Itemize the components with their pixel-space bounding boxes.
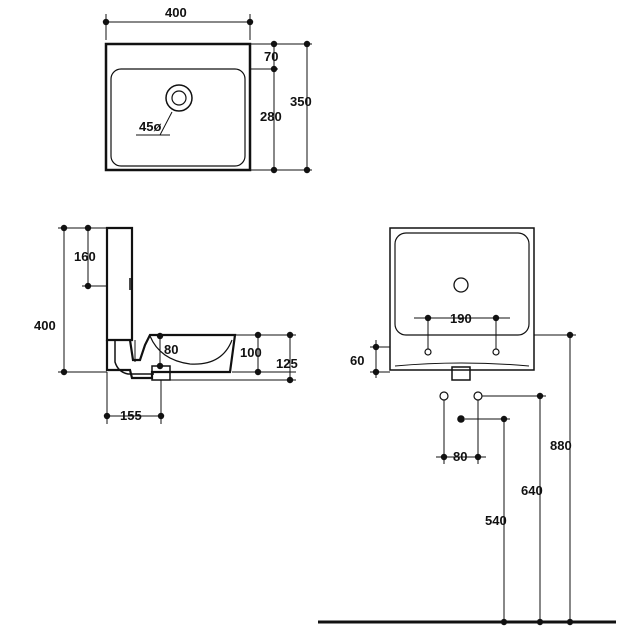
basin-height-label: 100 bbox=[240, 345, 262, 360]
dim-dot bbox=[60, 368, 68, 376]
bowl-curve bbox=[149, 335, 233, 365]
bracket-label: 60 bbox=[350, 353, 364, 368]
height-540-label: 540 bbox=[485, 513, 507, 528]
drain-outer bbox=[165, 84, 193, 112]
dim-dot bbox=[440, 453, 448, 461]
dim-dot bbox=[566, 331, 574, 339]
dim-dot bbox=[103, 412, 111, 420]
front-underside bbox=[394, 362, 530, 367]
fixing-spacing-label: 190 bbox=[450, 311, 472, 326]
top-view: 45ø 400 70 280 350 bbox=[102, 5, 312, 174]
back-plate bbox=[105, 226, 134, 342]
dim-dot bbox=[84, 282, 92, 290]
drain-inner bbox=[171, 90, 187, 106]
total-height-label: 400 bbox=[34, 318, 56, 333]
bowl-depth-label: 280 bbox=[260, 109, 282, 124]
waste-point-right bbox=[473, 391, 483, 401]
width-label: 400 bbox=[165, 5, 187, 20]
dim-dot bbox=[156, 362, 164, 370]
dim-dot bbox=[60, 224, 68, 232]
drain-leader bbox=[159, 111, 173, 136]
dim-dot bbox=[254, 368, 262, 376]
bowl-outline bbox=[110, 68, 246, 167]
front-bowl-outline bbox=[394, 232, 530, 336]
front-height-label: 125 bbox=[276, 356, 298, 371]
drain-diameter-label: 45ø bbox=[139, 119, 161, 134]
water-inlet-point bbox=[457, 415, 465, 423]
waste-pipe bbox=[114, 340, 154, 375]
waste-spacing-label: 80 bbox=[453, 449, 467, 464]
height-880-label: 880 bbox=[550, 438, 572, 453]
dim-dot bbox=[286, 376, 294, 384]
drain-offset-label: 80 bbox=[164, 342, 178, 357]
dim-dot bbox=[536, 392, 544, 400]
front-view: 190 60 80 880 640 540 bbox=[318, 227, 616, 626]
dim-dot bbox=[102, 18, 110, 26]
height-640-label: 640 bbox=[521, 483, 543, 498]
dim-dot bbox=[303, 166, 311, 174]
front-waste-fitting bbox=[451, 366, 471, 381]
fixing-hole-left bbox=[424, 348, 432, 356]
front-basin-outline bbox=[389, 227, 535, 371]
side-view: 400 160 80 100 125 155 bbox=[34, 224, 298, 424]
projection-label: 155 bbox=[120, 408, 142, 423]
dim-dot bbox=[270, 40, 278, 48]
dim-dot bbox=[474, 453, 482, 461]
depth-label: 350 bbox=[290, 94, 312, 109]
dim-dot bbox=[270, 166, 278, 174]
dim-dot bbox=[84, 224, 92, 232]
dim-dot bbox=[254, 331, 262, 339]
dim-dot bbox=[157, 412, 165, 420]
dim-dot bbox=[286, 331, 294, 339]
dim-dot bbox=[372, 368, 380, 376]
rear-rim-label: 70 bbox=[264, 49, 278, 64]
dim-dot bbox=[372, 343, 380, 351]
dim-dot bbox=[303, 40, 311, 48]
dim-dot bbox=[270, 65, 278, 73]
basin-outline bbox=[104, 42, 252, 172]
dim-dot bbox=[246, 18, 254, 26]
dim-dot bbox=[424, 314, 432, 322]
upper-label: 160 bbox=[74, 249, 96, 264]
dim-dot bbox=[492, 314, 500, 322]
dim-dot bbox=[156, 332, 164, 340]
tap-hole bbox=[453, 277, 469, 293]
fixing-hole-right bbox=[492, 348, 500, 356]
dim-dot bbox=[500, 415, 508, 423]
waste-point-left bbox=[439, 391, 449, 401]
